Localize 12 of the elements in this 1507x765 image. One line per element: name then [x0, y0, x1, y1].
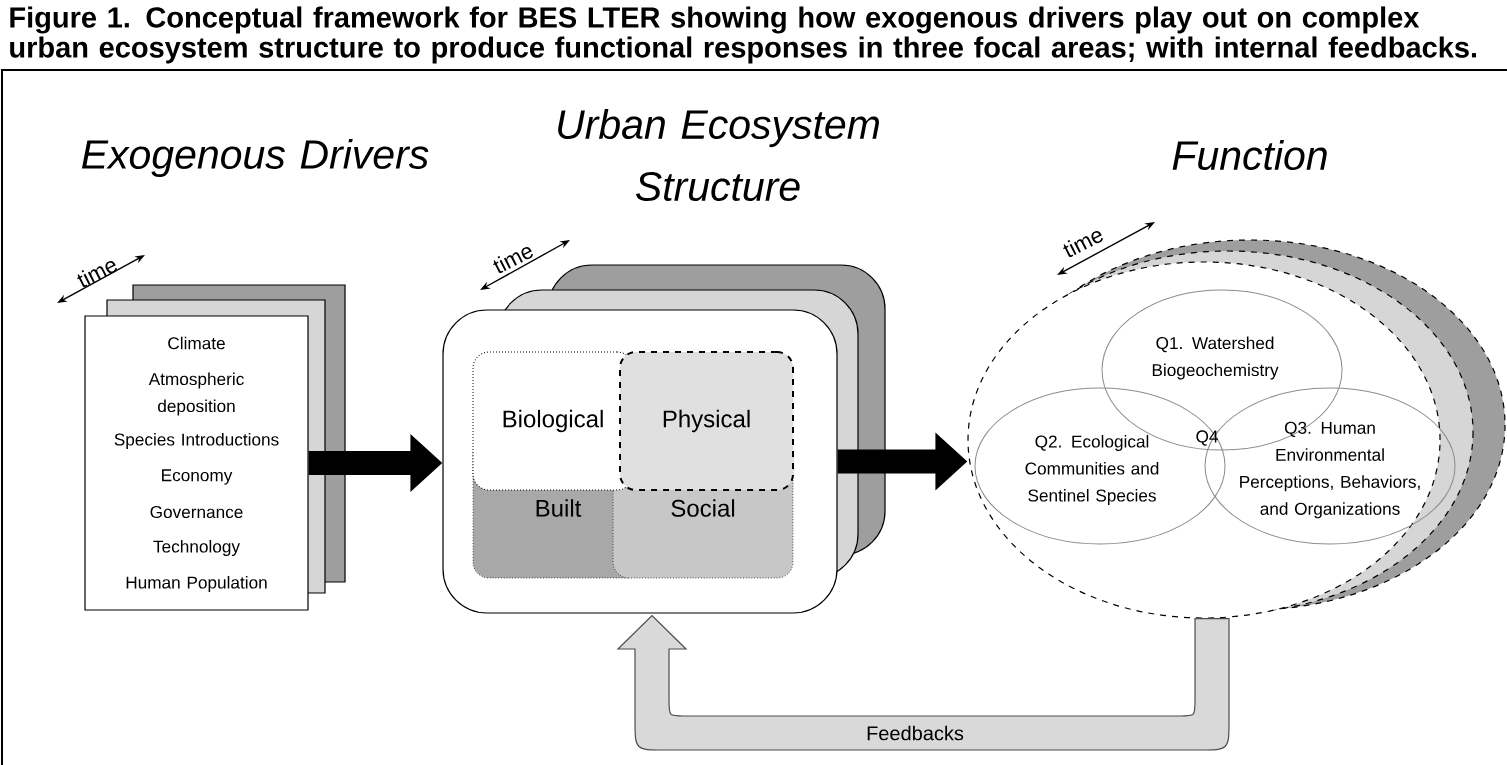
heading: Function	[1172, 139, 1327, 171]
overlap-label: Q4	[1196, 430, 1218, 446]
time-label: time	[493, 247, 533, 274]
time-label: time	[1063, 231, 1103, 258]
heading: Exogenous Drivers	[81, 138, 429, 178]
driver-box: Climate Atmospheric deposition Species Introductions Economy Governance Technology Human Population	[84, 315, 309, 611]
figure-title: Figure 1. Conceptual framework for BES LTER showing how exogenous drivers play out on complex urban ecosystem structure to produce functional responses in three focal areas; with internal feedbacks.	[10, 6, 1477, 64]
feedback-arrow	[617, 615, 1230, 751]
region-box: Physical	[619, 351, 794, 491]
heading: Urban Ecosystem Structure	[558, 108, 879, 202]
time-label: time	[77, 261, 117, 288]
region-box: Biological	[472, 351, 634, 491]
